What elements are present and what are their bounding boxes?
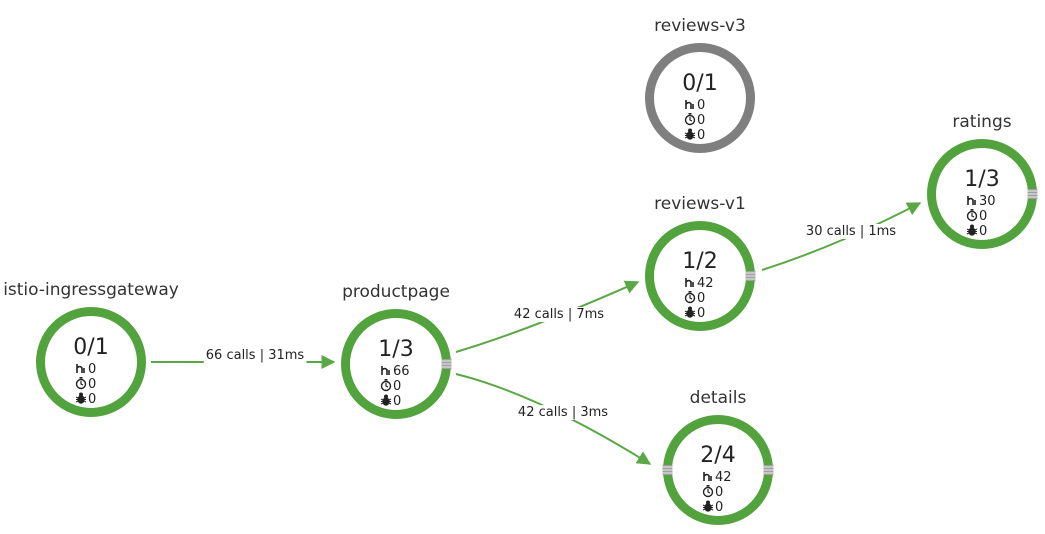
edge-label-background (511, 307, 607, 322)
edges-layer: 66 calls | 31ms 42 calls | 7ms 42 calls | … (151, 202, 922, 465)
node-requests: 42 (697, 276, 714, 291)
requests-icon (685, 278, 694, 287)
node-name: ratings (952, 112, 1011, 132)
node-ratio: 0/1 (682, 71, 717, 96)
latency-icon (75, 377, 87, 390)
errors-icon (684, 128, 696, 140)
node-requests: 66 (393, 364, 410, 379)
node-errors: 0 (393, 394, 401, 409)
edge-reviews-v1-to-ratings[interactable]: 30 calls | 1ms (761, 202, 922, 271)
latency-icon (380, 379, 392, 392)
node-latency: 0 (979, 209, 987, 224)
edge-label-background (803, 224, 899, 239)
node-errors: 0 (697, 128, 705, 143)
node-ring[interactable] (36, 307, 146, 417)
edge-label: 42 calls | 3ms (518, 405, 608, 420)
node-ring[interactable] (645, 43, 755, 153)
requests-icon (381, 366, 390, 375)
requests-icon (967, 196, 976, 205)
edge-productpage-to-details[interactable]: 42 calls | 3ms (455, 373, 652, 465)
node-ratio: 1/3 (964, 167, 999, 192)
node-requests: 42 (715, 470, 732, 485)
node-latency: 0 (697, 291, 705, 306)
node-latency: 0 (697, 113, 705, 128)
latency-icon (684, 113, 696, 126)
edge-label-background (515, 405, 611, 420)
requests-icon (703, 472, 712, 481)
node-name: details (690, 388, 747, 408)
node-ratio: 0/1 (73, 335, 108, 360)
node-requests: 0 (697, 98, 705, 113)
node-latency: 0 (88, 377, 96, 392)
node-errors: 0 (697, 306, 705, 321)
node-ratio: 1/3 (378, 337, 413, 362)
edge-istio-ingressgateway-to-productpage[interactable]: 66 calls | 31ms (151, 348, 336, 369)
errors-icon (966, 224, 978, 236)
edge-line[interactable] (455, 280, 640, 353)
latency-icon (702, 485, 714, 498)
node-latency: 0 (715, 485, 723, 500)
node-ratio: 1/2 (682, 249, 717, 274)
node-errors: 0 (88, 392, 96, 407)
nodes-layer: istio-ingressgateway0/1000productpage1/3… (3, 16, 1038, 525)
node-name: reviews-v3 (654, 16, 746, 36)
node-name: productpage (342, 282, 450, 302)
latency-icon (966, 209, 978, 222)
errors-icon (75, 392, 87, 404)
edge-line[interactable] (761, 202, 922, 271)
edge-productpage-to-reviews-v1[interactable]: 42 calls | 7ms (455, 280, 640, 353)
node-errors: 0 (715, 500, 723, 515)
node-requests: 30 (979, 194, 996, 209)
errors-icon (684, 306, 696, 318)
requests-icon (685, 100, 694, 109)
edge-label-background (203, 348, 307, 363)
node-name: istio-ingressgateway (3, 280, 179, 300)
node-ratio: 2/4 (700, 443, 735, 468)
latency-icon (684, 291, 696, 304)
node-requests: 0 (88, 362, 96, 377)
errors-icon (380, 394, 392, 406)
node-name: reviews-v1 (654, 194, 746, 214)
edge-label: 42 calls | 7ms (514, 307, 604, 322)
node-latency: 0 (393, 379, 401, 394)
requests-icon (76, 364, 85, 373)
edge-label: 66 calls | 31ms (206, 348, 305, 363)
edge-label: 30 calls | 1ms (806, 224, 896, 239)
node-errors: 0 (979, 224, 987, 239)
errors-icon (702, 500, 714, 512)
